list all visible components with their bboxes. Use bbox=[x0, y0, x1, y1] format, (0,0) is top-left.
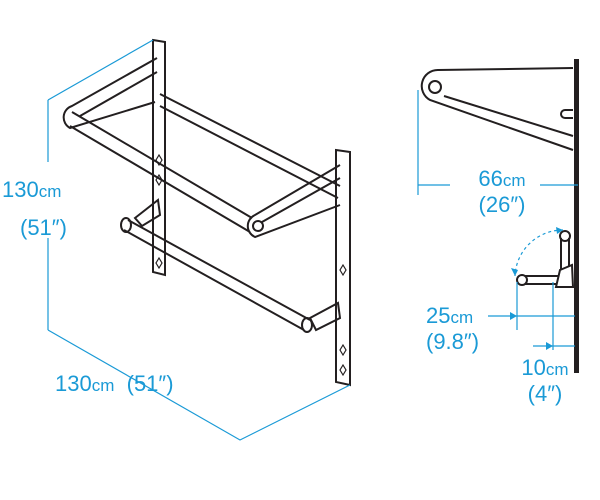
depth-line bbox=[417, 90, 578, 195]
width-line bbox=[47, 329, 351, 441]
reach-line bbox=[488, 282, 575, 330]
height-imperial-label: (51″) bbox=[20, 215, 67, 240]
height-metric-label: 130cm bbox=[2, 177, 62, 202]
top-back-bar bbox=[159, 93, 341, 199]
rack-side-view bbox=[420, 59, 579, 373]
upper-arm bbox=[420, 67, 574, 151]
fold-arc bbox=[514, 229, 564, 277]
lower-bar-end bbox=[120, 217, 132, 233]
left-bracket bbox=[62, 57, 158, 130]
lower-bar-end bbox=[301, 317, 313, 333]
reach-label: 25cm(9.8″) bbox=[426, 303, 480, 354]
arm-pivot bbox=[428, 80, 442, 94]
rack-front-view bbox=[62, 38, 351, 387]
bracket-bolt bbox=[252, 220, 264, 232]
right-bracket bbox=[246, 164, 341, 239]
lower-bar-hinges bbox=[133, 198, 342, 332]
height-extension bbox=[47, 39, 154, 101]
hinge bbox=[554, 263, 575, 288]
folded-arm-horizontal bbox=[525, 275, 560, 285]
wall-plate bbox=[574, 59, 579, 373]
depth-label: 66cm(26″) bbox=[478, 166, 526, 217]
folded-label: 10cm(4″) bbox=[521, 355, 569, 406]
folded-line bbox=[533, 282, 575, 350]
peg bbox=[560, 109, 573, 119]
dimension-lines bbox=[47, 39, 578, 441]
arrowheads bbox=[510, 227, 563, 350]
width-label: 130cm (51″) bbox=[55, 371, 174, 396]
left-upright bbox=[152, 38, 166, 277]
lower-bar bbox=[123, 219, 311, 331]
folded-bar-end bbox=[559, 230, 571, 242]
extended-bar-end bbox=[516, 274, 528, 286]
top-front-bar bbox=[69, 111, 253, 233]
